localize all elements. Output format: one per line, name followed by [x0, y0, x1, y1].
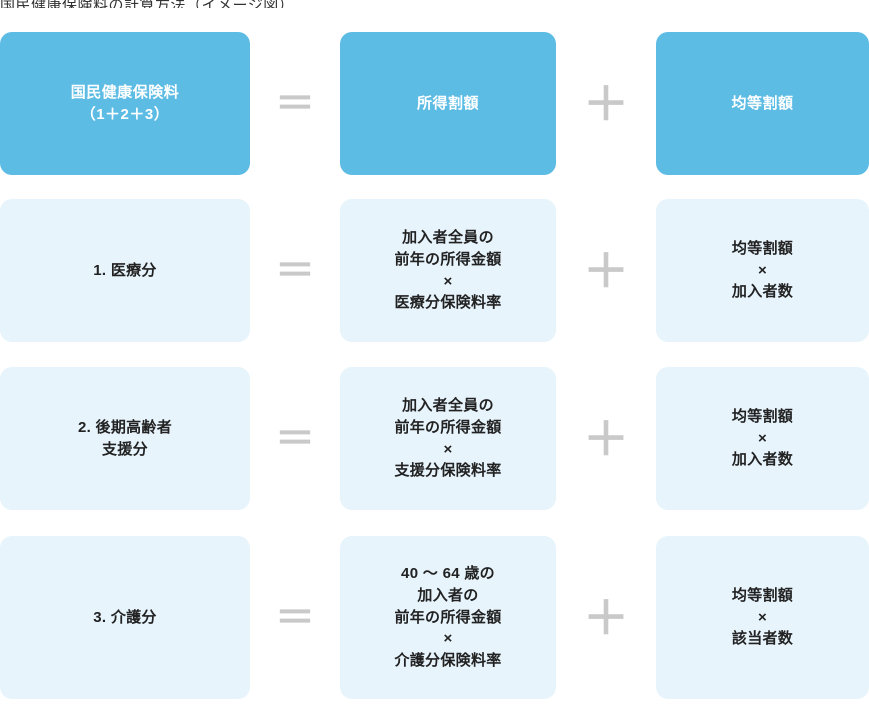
equals-operator-icon: ＝ [275, 81, 315, 126]
formula-row-elderly-support: 2. 後期高齢者 支援分 ＝ 加入者全員の 前年の所得金額 × 支援分保険料率 … [0, 367, 869, 510]
equals-operator-icon: ＝ [275, 595, 315, 640]
nursing-care-label-box: 3. 介護分 [0, 536, 250, 699]
nursing-care-per-capita-formula-box: 均等割額 × 該当者数 [656, 536, 869, 699]
formula-row-nursing-care: 3. 介護分 ＝ 40 〜 64 歳の 加入者の 前年の所得金額 × 介護分保険… [0, 536, 869, 699]
plus-operator-icon: ＋ [583, 412, 629, 465]
elderly-support-label-box: 2. 後期高齢者 支援分 [0, 367, 250, 510]
elderly-support-per-capita-formula-box: 均等割額 × 加入者数 [656, 367, 869, 510]
income-levy-box: 所得割額 [340, 32, 556, 175]
formula-row-medical: 1. 医療分 ＝ 加入者全員の 前年の所得金額 × 医療分保険料率 ＋ 均等割額… [0, 199, 869, 342]
formula-row-header: 国民健康保険料 （1＋2＋3） ＝ 所得割額 ＋ 均等割額 [0, 32, 869, 175]
elderly-support-income-formula-box: 加入者全員の 前年の所得金額 × 支援分保険料率 [340, 367, 556, 510]
diagram-caption: 国民健康保険料の計算方法（イメージ図） [0, 0, 869, 8]
equals-operator-icon: ＝ [275, 248, 315, 293]
medical-label-box: 1. 医療分 [0, 199, 250, 342]
nursing-care-income-formula-box: 40 〜 64 歳の 加入者の 前年の所得金額 × 介護分保険料率 [340, 536, 556, 699]
plus-operator-icon: ＋ [583, 244, 629, 297]
equals-operator-icon: ＝ [275, 416, 315, 461]
per-capita-levy-box: 均等割額 [656, 32, 869, 175]
medical-per-capita-formula-box: 均等割額 × 加入者数 [656, 199, 869, 342]
total-premium-box: 国民健康保険料 （1＋2＋3） [0, 32, 250, 175]
plus-operator-icon: ＋ [583, 591, 629, 644]
plus-operator-icon: ＋ [583, 77, 629, 130]
medical-income-formula-box: 加入者全員の 前年の所得金額 × 医療分保険料率 [340, 199, 556, 342]
